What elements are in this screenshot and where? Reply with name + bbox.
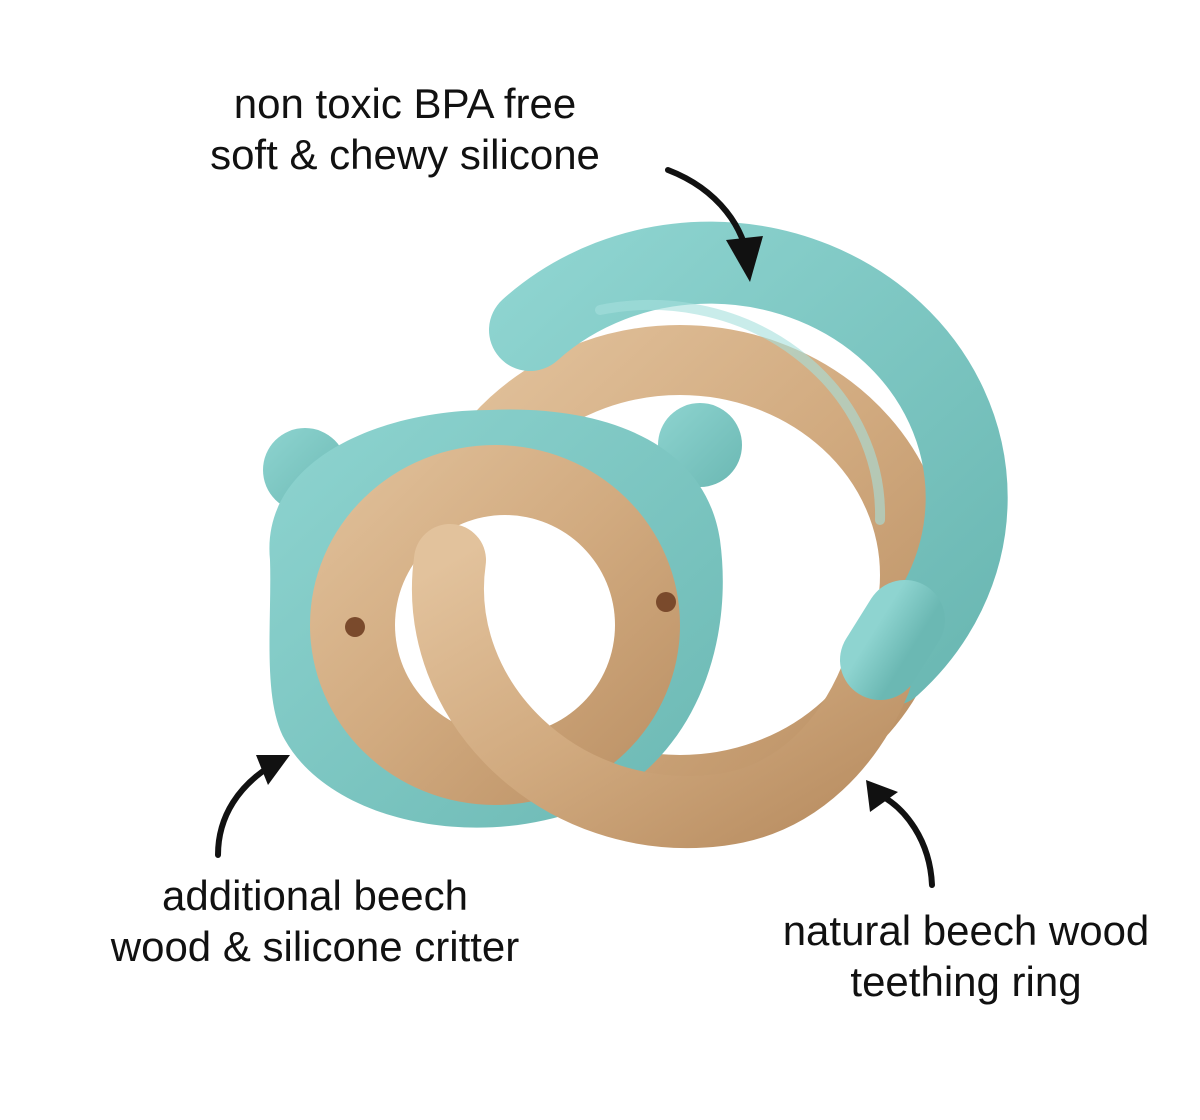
callout-silicone-line2: soft & chewy silicone	[210, 131, 600, 179]
bear-right-eye	[656, 592, 676, 612]
callout-critter-line1: additional beech	[162, 872, 468, 919]
arrow-to-silicone	[665, 167, 763, 282]
callout-critter: additional beech wood & silicone critter	[60, 870, 570, 972]
arrow-to-ring	[866, 780, 935, 888]
callout-critter-line2: wood & silicone critter	[110, 923, 520, 971]
silicone-highlight	[595, 299, 886, 525]
callout-ring-line1: natural beech wood	[782, 907, 1150, 954]
callout-ring-line2: teething ring	[850, 958, 1082, 1006]
ring-front-wood-join	[840, 580, 945, 700]
arrow-to-critter	[215, 755, 290, 858]
ring-silicone-cover	[489, 221, 1008, 706]
callout-silicone-line1: non toxic BPA free	[233, 80, 577, 127]
callout-ring: natural beech wood teething ring	[742, 905, 1190, 1007]
bear-left-eye	[345, 617, 365, 637]
callout-silicone: non toxic BPA free soft & chewy silicone	[170, 78, 640, 180]
ring-front-wood-arc	[412, 524, 911, 848]
